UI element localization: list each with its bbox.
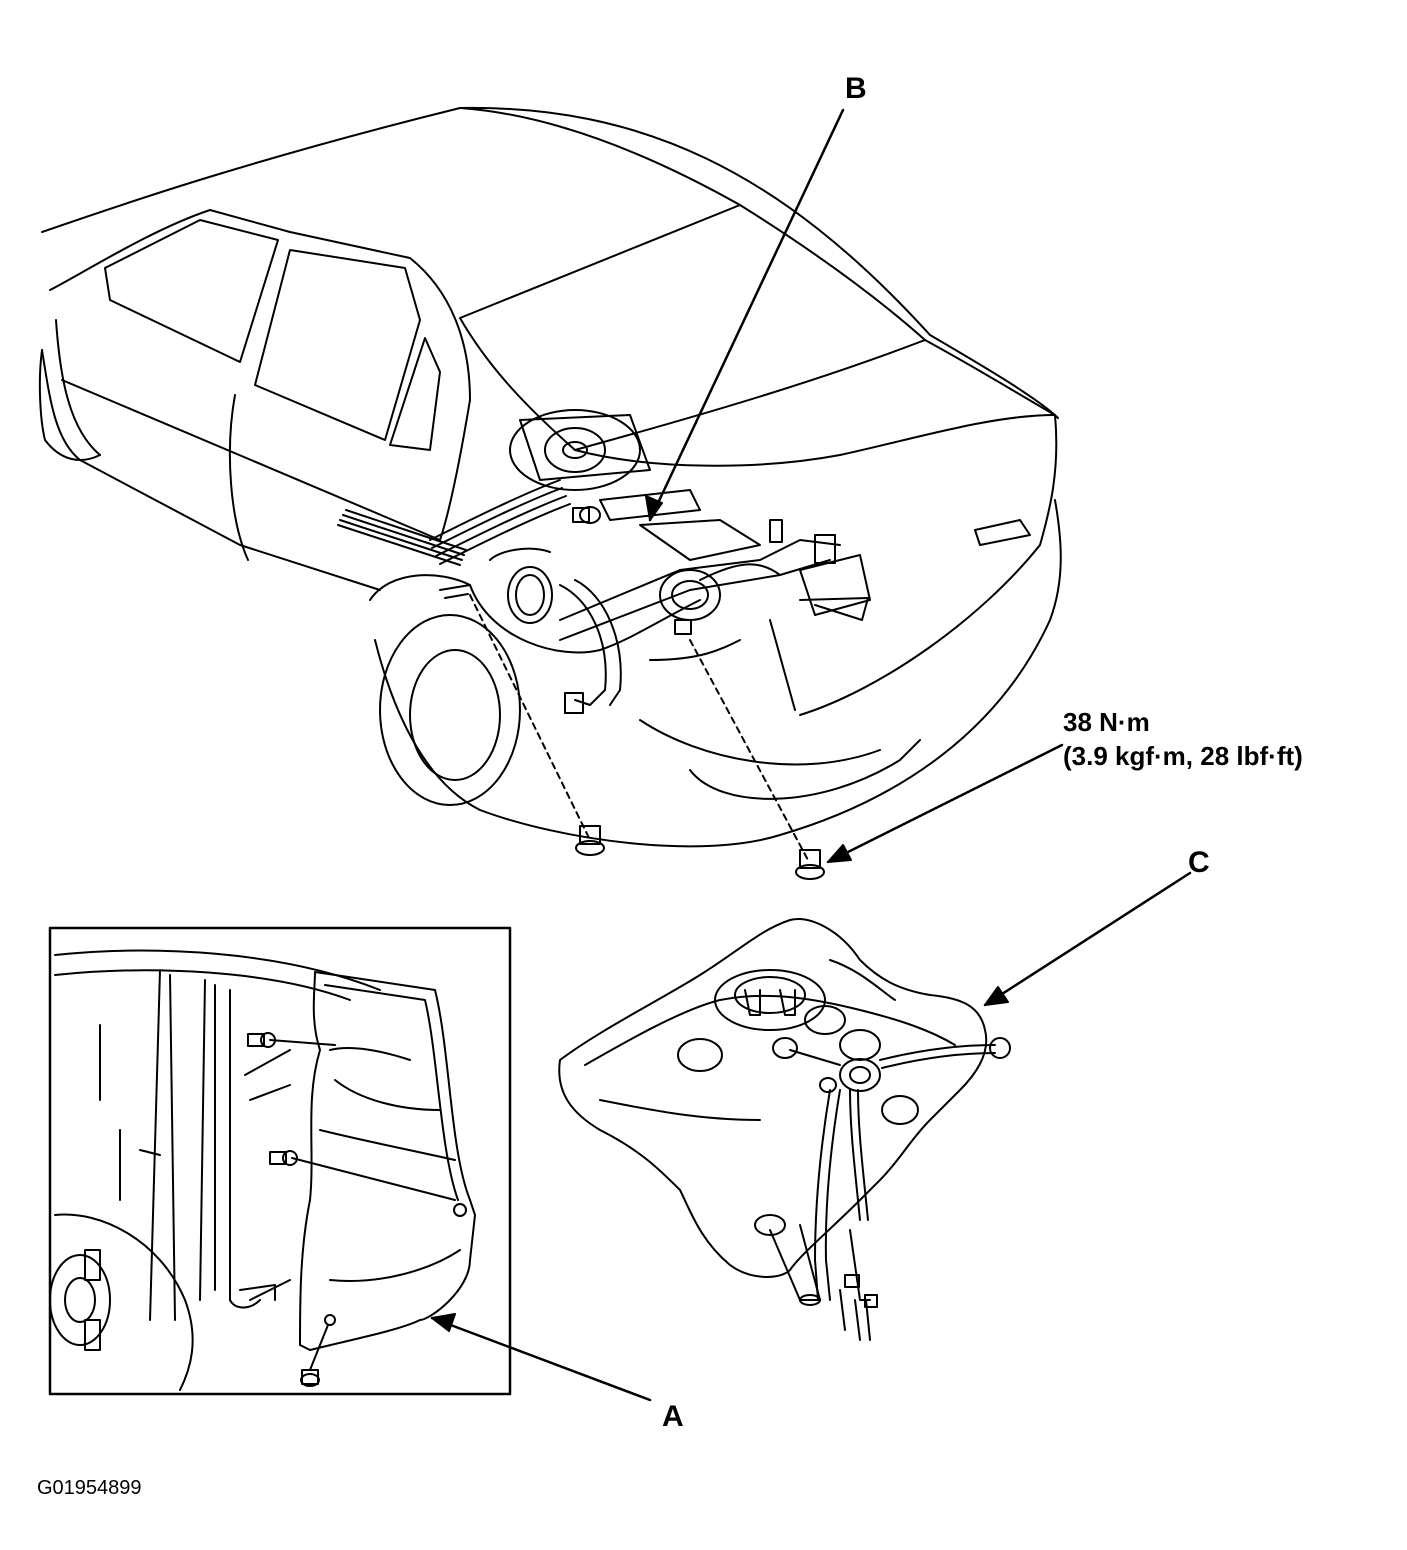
leader-line-c [985, 873, 1190, 1005]
leader-line-a [432, 1314, 650, 1400]
callout-label-a: A [662, 1400, 684, 1433]
figure-code: G01954899 [37, 1477, 142, 1499]
car-body-drawing [40, 108, 1061, 846]
callout-label-c: C [1188, 846, 1210, 879]
callout-label-b: B [845, 72, 867, 105]
fuel-lines-drawing [430, 410, 870, 860]
heat-shield-drawing [50, 951, 475, 1390]
torque-spec-nm: 38 N·m [1063, 707, 1150, 737]
fuel-tank-drawing [559, 919, 1010, 1340]
torque-spec-alt-units: (3.9 kgf·m, 28 lbf·ft) [1063, 741, 1303, 771]
inset-frame [50, 928, 510, 1394]
bolt-left [576, 826, 604, 855]
bolt-right [796, 850, 824, 879]
leader-line-torque [828, 745, 1062, 862]
leader-line-b [646, 110, 843, 520]
